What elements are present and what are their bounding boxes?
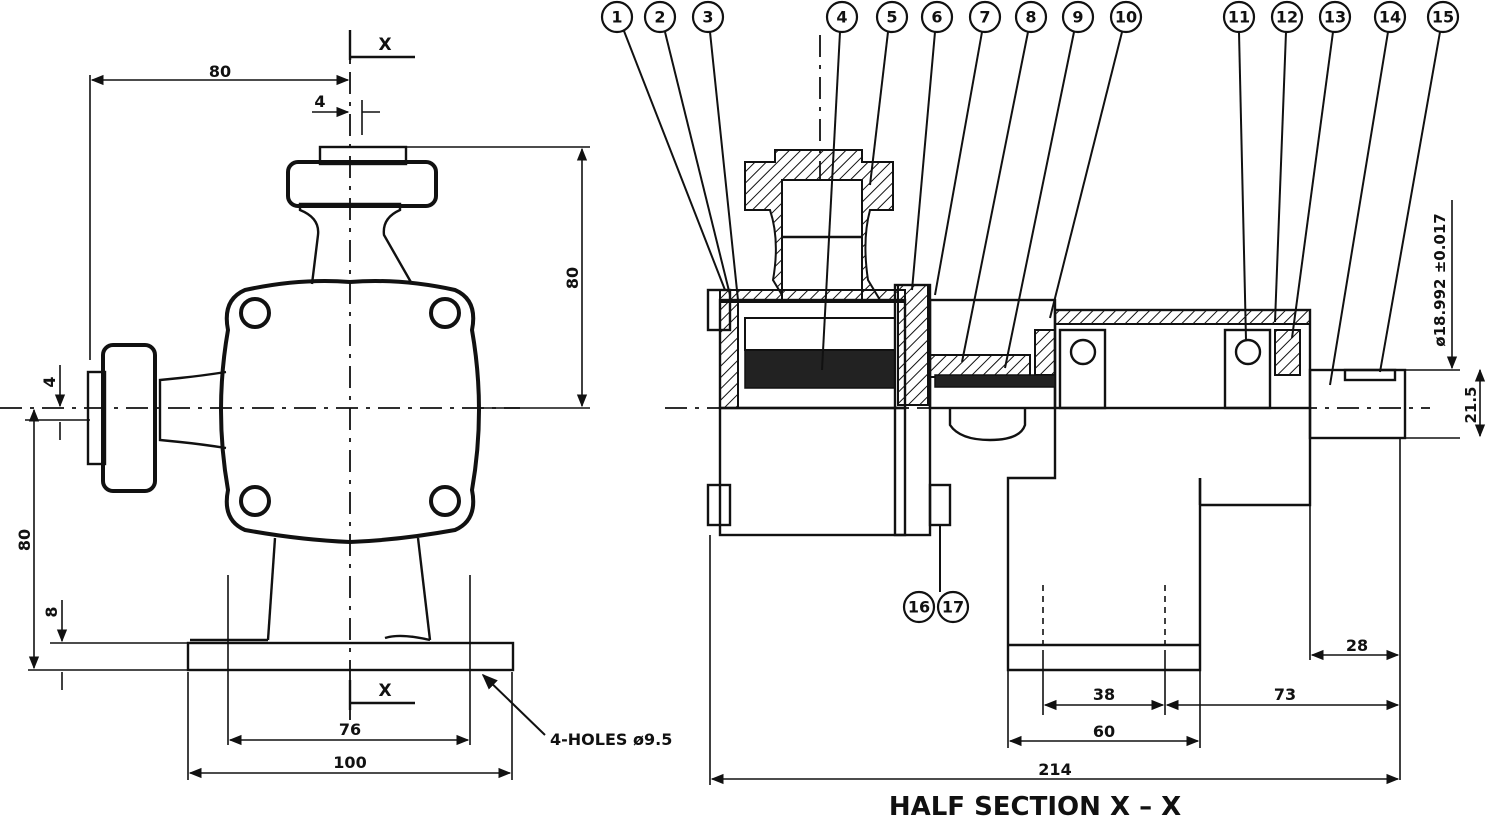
svg-text:10: 10: [1115, 8, 1137, 27]
dim-80-right: 80: [563, 267, 582, 289]
dim-76: 76: [339, 720, 361, 739]
leader-lines: [623, 30, 1441, 592]
dim-100: 100: [333, 753, 366, 772]
top-outlet-boss: [318, 145, 408, 166]
balloon-3: 3: [691, 0, 725, 34]
section-label-top: X: [378, 35, 391, 55]
bolt-hole: [429, 485, 461, 517]
svg-text:8: 8: [1025, 8, 1036, 27]
balloon-16: 16: [902, 590, 936, 624]
svg-text:6: 6: [931, 8, 942, 27]
dim-38: 38: [1093, 685, 1115, 704]
top-outlet-flange: [286, 160, 438, 208]
left-inlet-flange: [101, 343, 157, 493]
dim-73: 73: [1274, 685, 1296, 704]
bearing-housing-hatch-top: [1054, 309, 1311, 325]
shaft-key: [1343, 368, 1397, 382]
svg-text:16: 16: [908, 598, 930, 617]
dim-4-left: 4: [40, 376, 59, 387]
svg-text:13: 13: [1324, 8, 1346, 27]
section-label-bottom: X: [378, 681, 391, 701]
bearing-ball-right: [1234, 338, 1262, 366]
balloon-11: 11: [1222, 0, 1256, 34]
bolt-bottom-left: [706, 483, 732, 527]
impeller-hub: [744, 317, 896, 351]
seal-ring-left: [1034, 329, 1056, 376]
section-caption: HALF SECTION X – X: [889, 792, 1181, 822]
end-view: X X 80 4 80 4 80 8 76: [0, 30, 672, 780]
pedestal-outline: [1006, 408, 1312, 672]
outlet-bore: [781, 179, 863, 301]
bearing-left: [1058, 328, 1107, 410]
seal-lower-profile: [948, 408, 1027, 442]
svg-text:5: 5: [886, 8, 897, 27]
bearing-ball-left: [1069, 338, 1097, 366]
svg-text:2: 2: [654, 8, 665, 27]
part-balloons: 1 2 3 4 5 6 7 8 9 10 11 12 13 14 15 16 1…: [600, 0, 1460, 624]
bolt-16: [928, 483, 952, 527]
svg-text:7: 7: [979, 8, 990, 27]
balloon-9: 9: [1061, 0, 1095, 34]
balloon-6: 6: [920, 0, 954, 34]
balloon-10: 10: [1109, 0, 1143, 34]
dim-21-5: 21.5: [1462, 386, 1480, 423]
balloon-12: 12: [1270, 0, 1304, 34]
dim-80-left: 80: [15, 529, 34, 551]
impeller-section: [744, 349, 896, 389]
bolt-hole: [429, 297, 461, 329]
bearing-right: [1223, 328, 1272, 410]
svg-text:4: 4: [836, 8, 847, 27]
balloon-8: 8: [1014, 0, 1048, 34]
dim-60: 60: [1093, 722, 1115, 741]
casing-hatched-top: [719, 289, 906, 303]
balloon-4: 4: [825, 0, 859, 34]
seal-hatch: [929, 354, 1031, 378]
svg-text:12: 12: [1276, 8, 1298, 27]
svg-text:3: 3: [702, 8, 713, 27]
dim-shaft-dia: ø18.992 ±0.017: [1431, 213, 1449, 346]
balloon-2: 2: [643, 0, 677, 34]
bolt-hole: [239, 297, 271, 329]
dim-80-top: 80: [209, 62, 231, 81]
svg-text:1: 1: [611, 8, 622, 27]
bolt-1: [706, 288, 732, 332]
casing-lower: [718, 406, 907, 537]
balloon-1: 1: [600, 0, 634, 34]
pump-body-outline: [219, 279, 481, 544]
leg-line: [416, 537, 432, 641]
half-section-view: 1 2 3 4 5 6 7 8 9 10 11 12 13 14 15 16 1…: [600, 0, 1486, 822]
base-right-edge: [384, 634, 431, 642]
dim-4-top: 4: [314, 92, 325, 111]
svg-text:11: 11: [1228, 8, 1250, 27]
left-inlet-boss: [86, 370, 107, 466]
left-inlet-neck: [158, 370, 227, 450]
balloon-15: 15: [1426, 0, 1460, 34]
seal-ring-right: [1274, 329, 1301, 376]
holes-leader: [481, 673, 546, 736]
top-outlet-neck: [298, 202, 414, 285]
dim-28: 28: [1346, 636, 1368, 655]
dim-214: 214: [1038, 760, 1071, 779]
svg-text:15: 15: [1432, 8, 1454, 27]
dim-8-left: 8: [42, 606, 61, 617]
holes-note: 4-HOLES ø9.5: [550, 730, 672, 749]
bolt-hole: [239, 485, 271, 517]
svg-text:14: 14: [1379, 8, 1401, 27]
balloon-7: 7: [968, 0, 1002, 34]
balloon-14: 14: [1373, 0, 1407, 34]
leg-line: [266, 537, 277, 641]
shaft-section: [934, 374, 1056, 388]
cover-plate-hatch: [897, 284, 929, 406]
svg-text:17: 17: [942, 598, 964, 617]
balloon-13: 13: [1318, 0, 1352, 34]
svg-text:9: 9: [1072, 8, 1083, 27]
balloon-17: 17: [936, 590, 970, 624]
balloon-5: 5: [875, 0, 909, 34]
